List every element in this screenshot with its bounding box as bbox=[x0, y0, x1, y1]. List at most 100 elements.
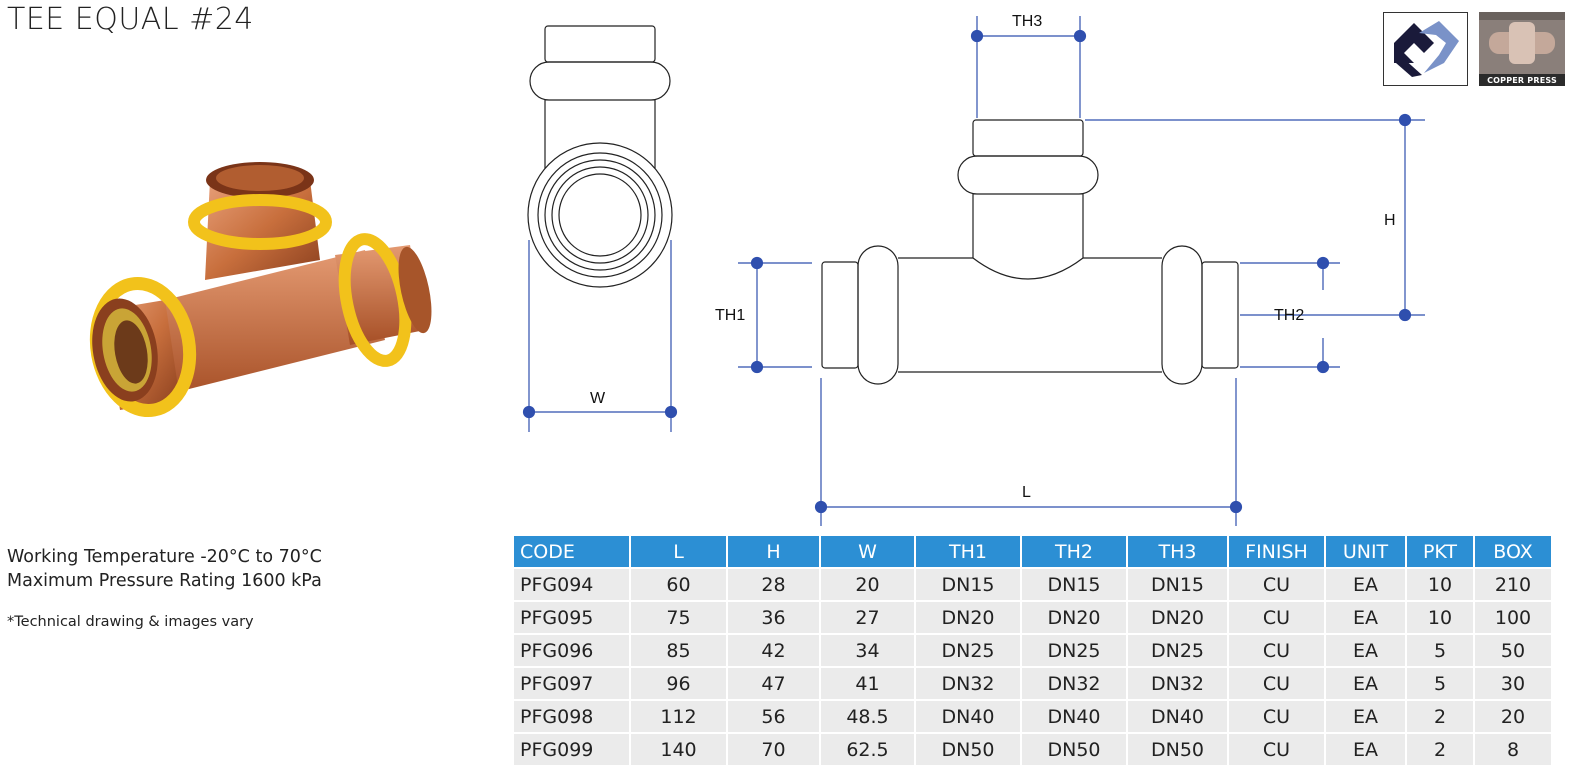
cell-th2: DN15 bbox=[1022, 569, 1126, 600]
col-header-box: BOX bbox=[1475, 536, 1551, 567]
cell-pkt: 5 bbox=[1407, 635, 1473, 666]
cell-unit: EA bbox=[1326, 668, 1405, 699]
max-pressure: Maximum Pressure Rating 1600 kPa bbox=[7, 571, 322, 591]
cell-code: PFG094 bbox=[514, 569, 629, 600]
cell-pkt: 5 bbox=[1407, 668, 1473, 699]
cell-finish: CU bbox=[1229, 668, 1324, 699]
cell-l: 60 bbox=[631, 569, 726, 600]
cell-th1: DN25 bbox=[916, 635, 1020, 666]
col-header-th2: TH2 bbox=[1022, 536, 1126, 567]
col-header-th1: TH1 bbox=[916, 536, 1020, 567]
cell-h: 42 bbox=[728, 635, 819, 666]
cell-box: 50 bbox=[1475, 635, 1551, 666]
spec-list: Working Temperature -20°C to 70°C Maximu… bbox=[7, 545, 322, 593]
cell-finish: CU bbox=[1229, 701, 1324, 732]
cell-code: PFG096 bbox=[514, 635, 629, 666]
cell-box: 210 bbox=[1475, 569, 1551, 600]
cell-th3: DN32 bbox=[1128, 668, 1227, 699]
cell-th2: DN32 bbox=[1022, 668, 1126, 699]
product-photo bbox=[89, 162, 432, 418]
col-header-code: CODE bbox=[514, 536, 629, 567]
cell-h: 28 bbox=[728, 569, 819, 600]
cell-pkt: 10 bbox=[1407, 569, 1473, 600]
table-row: PFG099 140 70 62.5 DN50 DN50 DN50 CU EA … bbox=[514, 734, 1551, 765]
dim-label-th2: TH2 bbox=[1274, 307, 1304, 324]
cell-unit: EA bbox=[1326, 569, 1405, 600]
cell-th1: DN50 bbox=[916, 734, 1020, 765]
cell-box: 30 bbox=[1475, 668, 1551, 699]
col-header-pkt: PKT bbox=[1407, 536, 1473, 567]
cell-code: PFG098 bbox=[514, 701, 629, 732]
cell-box: 100 bbox=[1475, 602, 1551, 633]
cell-w: 48.5 bbox=[821, 701, 914, 732]
dim-label-th3: TH3 bbox=[1012, 13, 1042, 30]
brand-logo bbox=[1383, 12, 1468, 86]
cell-code: PFG099 bbox=[514, 734, 629, 765]
table-header-row: CODE L H W TH1 TH2 TH3 FINISH UNIT PKT B… bbox=[514, 536, 1551, 567]
dim-label-th1: TH1 bbox=[715, 307, 745, 324]
table-row: PFG094 60 28 20 DN15 DN15 DN15 CU EA 10 … bbox=[514, 569, 1551, 600]
cell-th1: DN20 bbox=[916, 602, 1020, 633]
cell-pkt: 2 bbox=[1407, 701, 1473, 732]
cell-th1: DN40 bbox=[916, 701, 1020, 732]
cell-l: 140 bbox=[631, 734, 726, 765]
working-temperature: Working Temperature -20°C to 70°C bbox=[7, 547, 322, 567]
cell-th3: DN20 bbox=[1128, 602, 1227, 633]
cell-th2: DN50 bbox=[1022, 734, 1126, 765]
cell-w: 62.5 bbox=[821, 734, 914, 765]
cell-pkt: 2 bbox=[1407, 734, 1473, 765]
copper-press-label: COPPER PRESS bbox=[1487, 76, 1557, 85]
cell-th2: DN40 bbox=[1022, 701, 1126, 732]
cell-unit: EA bbox=[1326, 635, 1405, 666]
table-row: PFG095 75 36 27 DN20 DN20 DN20 CU EA 10 … bbox=[514, 602, 1551, 633]
cell-th2: DN20 bbox=[1022, 602, 1126, 633]
cell-pkt: 10 bbox=[1407, 602, 1473, 633]
cell-unit: EA bbox=[1326, 701, 1405, 732]
table-row: PFG097 96 47 41 DN32 DN32 DN32 CU EA 5 3… bbox=[514, 668, 1551, 699]
cell-th3: DN25 bbox=[1128, 635, 1227, 666]
cell-w: 41 bbox=[821, 668, 914, 699]
col-header-th3: TH3 bbox=[1128, 536, 1227, 567]
col-header-l: L bbox=[631, 536, 726, 567]
cell-h: 36 bbox=[728, 602, 819, 633]
cell-th3: DN15 bbox=[1128, 569, 1227, 600]
cell-th3: DN50 bbox=[1128, 734, 1227, 765]
dim-label-w: W bbox=[590, 390, 606, 407]
table-row: PFG098 112 56 48.5 DN40 DN40 DN40 CU EA … bbox=[514, 701, 1551, 732]
cell-finish: CU bbox=[1229, 635, 1324, 666]
cell-code: PFG097 bbox=[514, 668, 629, 699]
cell-h: 56 bbox=[728, 701, 819, 732]
table-row: PFG096 85 42 34 DN25 DN25 DN25 CU EA 5 5… bbox=[514, 635, 1551, 666]
cell-code: PFG095 bbox=[514, 602, 629, 633]
cell-th1: DN15 bbox=[916, 569, 1020, 600]
cell-w: 27 bbox=[821, 602, 914, 633]
technical-drawing: W TH3 H TH1 TH2 L bbox=[522, 13, 1425, 526]
cell-w: 20 bbox=[821, 569, 914, 600]
cell-finish: CU bbox=[1229, 602, 1324, 633]
cell-box: 20 bbox=[1475, 701, 1551, 732]
cell-th2: DN25 bbox=[1022, 635, 1126, 666]
cell-unit: EA bbox=[1326, 734, 1405, 765]
cell-h: 70 bbox=[728, 734, 819, 765]
cell-l: 96 bbox=[631, 668, 726, 699]
cell-finish: CU bbox=[1229, 569, 1324, 600]
cell-unit: EA bbox=[1326, 602, 1405, 633]
dim-label-l: L bbox=[1022, 484, 1031, 501]
col-header-finish: FINISH bbox=[1229, 536, 1324, 567]
cell-th3: DN40 bbox=[1128, 701, 1227, 732]
cell-box: 8 bbox=[1475, 734, 1551, 765]
product-table: CODE L H W TH1 TH2 TH3 FINISH UNIT PKT B… bbox=[512, 534, 1553, 767]
copper-press-logo: COPPER PRESS bbox=[1479, 12, 1565, 86]
cell-th1: DN32 bbox=[916, 668, 1020, 699]
disclaimer-note: *Technical drawing & images vary bbox=[7, 614, 254, 630]
cell-w: 34 bbox=[821, 635, 914, 666]
col-header-unit: UNIT bbox=[1326, 536, 1405, 567]
col-header-h: H bbox=[728, 536, 819, 567]
cell-l: 85 bbox=[631, 635, 726, 666]
col-header-w: W bbox=[821, 536, 914, 567]
dim-label-h: H bbox=[1384, 212, 1396, 229]
page-title: TEE EQUAL #24 bbox=[7, 2, 254, 37]
cell-l: 112 bbox=[631, 701, 726, 732]
cell-finish: CU bbox=[1229, 734, 1324, 765]
cell-h: 47 bbox=[728, 668, 819, 699]
